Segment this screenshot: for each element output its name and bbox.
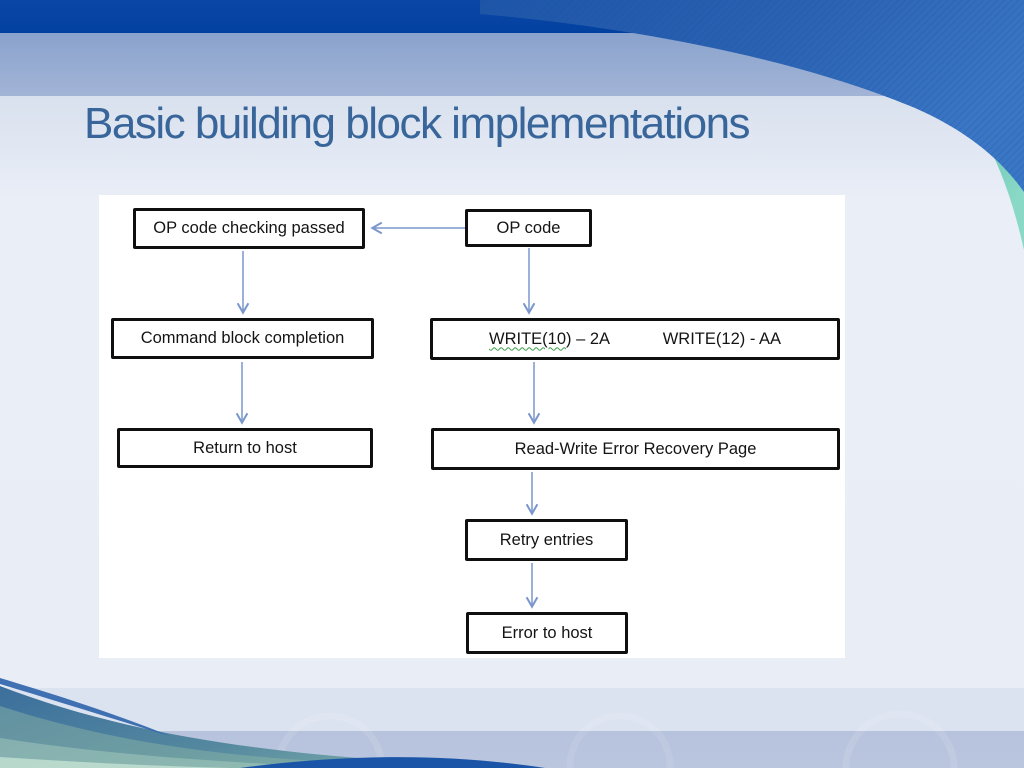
flow-box-label: OP code checking passed	[153, 219, 345, 237]
flow-box-op-code-checking-passed: OP code checking passed	[133, 208, 365, 249]
flow-box-error-to-host: Error to host	[466, 612, 628, 654]
flow-box-write-commands: WRITE(10) – 2A WRITE(12) - AA	[430, 318, 840, 360]
flow-box-label: Error to host	[501, 623, 593, 642]
flow-box-label-write10-rest: ) – 2A	[566, 329, 611, 348]
flowchart-panel: OP code checking passed OP code Command …	[99, 195, 845, 658]
flow-box-label-write10: WRITE(10) – 2A	[489, 330, 610, 349]
flowchart-arrows	[235, 221, 541, 609]
flow-box-label: OP code	[496, 218, 561, 237]
flow-box-label: Retry entries	[499, 530, 594, 549]
flow-box-return-to-host: Return to host	[117, 428, 373, 468]
flow-box-retry-entries: Retry entries	[465, 519, 628, 561]
flow-box-op-code: OP code	[465, 209, 592, 247]
flow-box-label: Return to host	[193, 438, 297, 457]
slide-title: Basic building block implementations	[84, 99, 751, 148]
flow-box-label: Command block completion	[140, 329, 345, 347]
bottom-left-swoosh	[0, 686, 545, 768]
flow-box-label: Read-Write Error Recovery Page	[514, 439, 757, 458]
flow-box-read-write-error-recovery-page: Read-Write Error Recovery Page	[431, 428, 840, 470]
flow-box-label-write12: WRITE(12) - AA	[662, 329, 781, 348]
flow-box-command-block-completion: Command block completion	[111, 318, 374, 359]
misspelled-word: WRITE(10	[489, 329, 567, 348]
